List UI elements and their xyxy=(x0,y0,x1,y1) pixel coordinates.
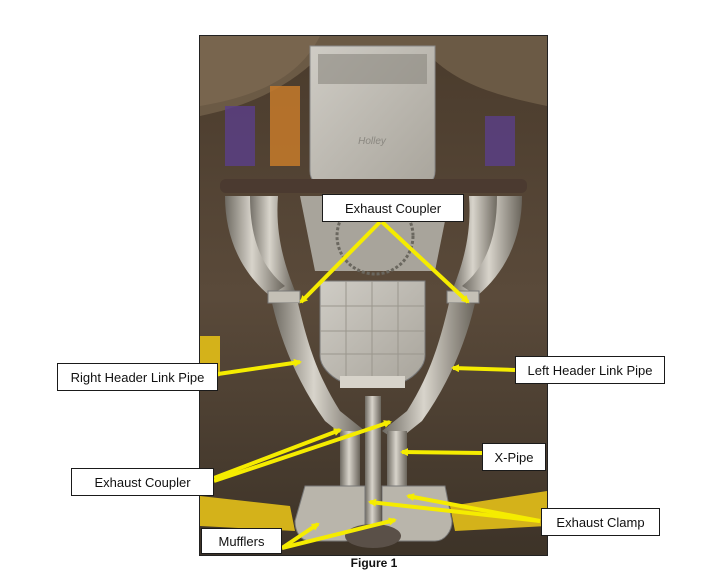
label-left-header-link-pipe: Left Header Link Pipe xyxy=(515,356,665,384)
oil-pan-logo: Holley xyxy=(358,136,387,147)
label-exhaust-coupler-bottom: Exhaust Coupler xyxy=(71,468,214,496)
undercarriage-photo: Holley xyxy=(200,36,547,555)
label-exhaust-clamp: Exhaust Clamp xyxy=(541,508,660,536)
label-x-pipe: X-Pipe xyxy=(482,443,546,471)
label-mufflers: Mufflers xyxy=(201,528,282,554)
figure-caption: Figure 1 xyxy=(350,556,398,570)
undercarriage-illustration: Holley xyxy=(200,36,547,555)
label-right-header-link-pipe: Right Header Link Pipe xyxy=(57,363,218,391)
label-exhaust-coupler-top: Exhaust Coupler xyxy=(322,194,464,222)
